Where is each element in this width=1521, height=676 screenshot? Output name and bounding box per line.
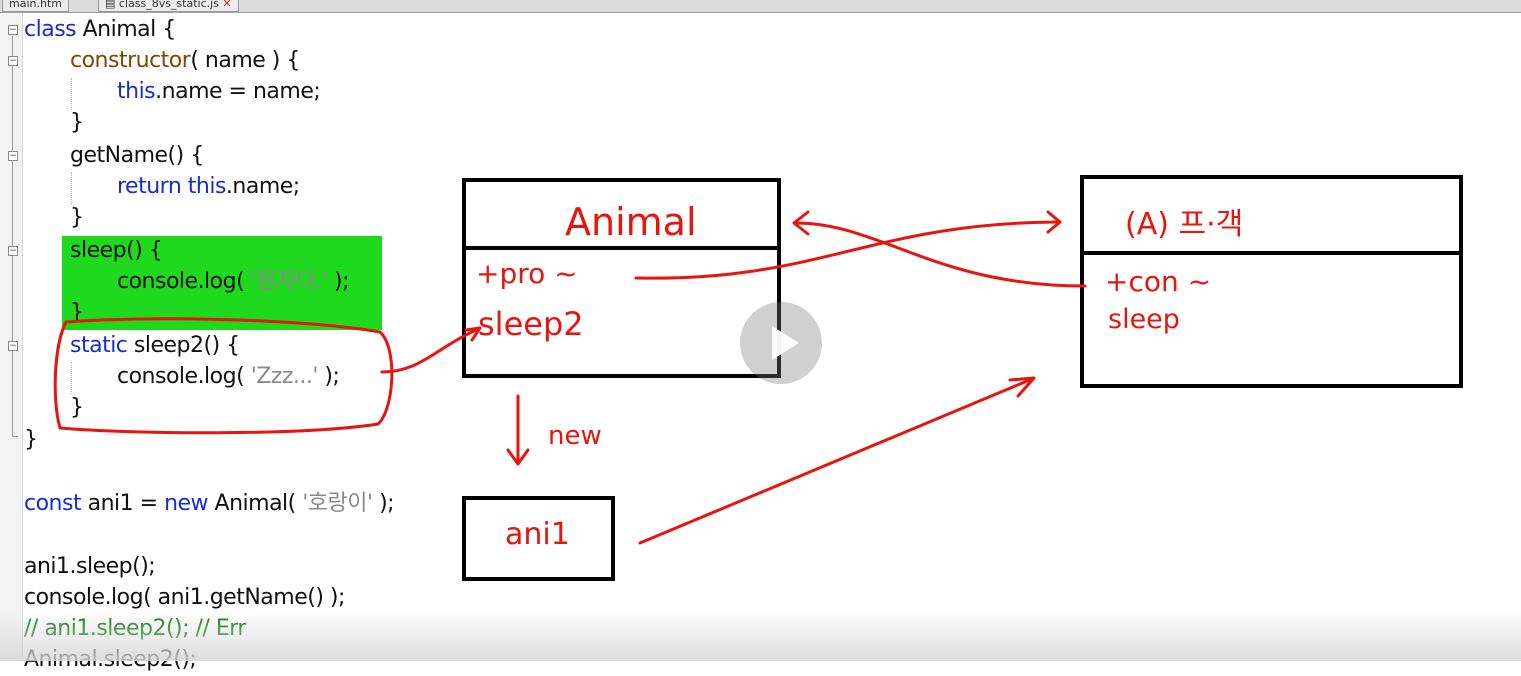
code-token: }: [24, 427, 38, 452]
code-token: );: [317, 364, 340, 389]
code-token: this: [117, 79, 156, 104]
arrow-head: [1008, 376, 1036, 398]
code-token: ani1.sleep();: [24, 554, 156, 579]
annotation-layer: Animal +pro ~ sleep2 new ani1 (A) 프·객 +c…: [53, 175, 1463, 581]
play-icon: [772, 326, 799, 360]
new-label: new: [548, 421, 602, 451]
code-token: sleep() {: [70, 238, 163, 263]
code-token: }: [70, 205, 84, 230]
code-token: ani1 =: [87, 491, 165, 516]
instance-proto-arrow: [638, 377, 1034, 545]
prototype-box: [1080, 175, 1463, 388]
code-token: sleep2() {: [133, 333, 240, 358]
code-line: }: [70, 392, 84, 424]
code-line: const ani1 = new Animal( '호랑이' );: [24, 488, 395, 520]
code-token: console.log(: [117, 269, 251, 294]
indent-guide: [71, 172, 72, 204]
tab-label: main.htm: [9, 0, 62, 10]
constructor-link: [794, 221, 1087, 288]
fold-toggle-icon[interactable]: −: [8, 246, 18, 256]
code-line: ani1.sleep();: [24, 551, 156, 583]
tab-label: class_8vs_static.js: [118, 0, 219, 10]
code-token: .name;: [225, 174, 300, 199]
arrow-head: [792, 210, 810, 236]
code-line: this.name = name;: [117, 76, 321, 108]
indent-guide: [71, 78, 72, 110]
code-token: }: [70, 110, 84, 135]
code-line: }: [70, 297, 84, 329]
code-line: }: [70, 107, 84, 139]
code-line: constructor( name ) {: [70, 45, 300, 77]
code-token: 'Zzz...': [250, 364, 319, 389]
prototype-member-constructor: +con ~: [1105, 265, 1211, 298]
prototype-member-sleep: sleep: [1108, 304, 1180, 335]
code-line: return this.name;: [117, 171, 300, 203]
code-line: }: [70, 202, 84, 234]
code-token: Animal(: [214, 491, 303, 516]
code-line: }: [24, 424, 38, 456]
close-icon[interactable]: ✕: [222, 0, 232, 10]
code-token: ( name ) {: [190, 48, 300, 73]
fold-toggle-icon[interactable]: −: [8, 56, 18, 66]
class-title: Animal: [565, 200, 697, 244]
code-line: getName() {: [70, 140, 204, 172]
code-token: Animal {: [82, 17, 177, 42]
instance-label: ani1: [505, 517, 570, 552]
arrow-head: [1046, 210, 1062, 234]
code-token: );: [372, 491, 395, 516]
editor-tab-bar: main.htm ▤ class_8vs_static.js ✕: [0, 0, 1521, 13]
code-token: console.log(: [117, 364, 251, 389]
code-token: getName() {: [70, 143, 204, 168]
code-token: static: [70, 333, 134, 358]
code-token: '잠자다.': [250, 269, 328, 294]
video-controls-fade: [0, 611, 1521, 661]
class-member-sleep2: sleep2: [478, 305, 584, 343]
arrow-head: [506, 448, 530, 466]
code-token: console.log( ani1.getName() );: [24, 585, 345, 610]
class-member-constructor: +pro ~: [476, 257, 578, 290]
code-line: sleep() {: [70, 235, 163, 267]
video-play-button[interactable]: [740, 302, 822, 384]
code-token: }: [70, 300, 84, 325]
code-line: console.log( 'Zzz...' );: [117, 361, 340, 393]
code-token: return this: [117, 174, 226, 199]
highlight-sleep-method: [62, 236, 382, 330]
file-icon: ▤: [105, 0, 119, 10]
code-token: }: [70, 395, 84, 420]
fold-toggle-icon[interactable]: −: [8, 341, 18, 351]
code-token: constructor: [70, 48, 191, 73]
code-token: );: [327, 269, 350, 294]
code-token: '호랑이': [302, 491, 373, 516]
fold-toggle-icon[interactable]: −: [8, 151, 18, 161]
tab-main-htm[interactable]: main.htm: [2, 0, 69, 12]
fold-gutter: − − − − −: [0, 13, 23, 661]
tab-class-js[interactable]: ▤ class_8vs_static.js ✕: [98, 0, 239, 12]
fold-line: [12, 36, 13, 436]
instance-box: [462, 496, 615, 581]
fold-toggle-icon[interactable]: −: [8, 25, 18, 35]
code-line: class Animal {: [24, 14, 176, 46]
code-line: console.log( ani1.getName() );: [24, 582, 345, 614]
prototype-title: (A) 프·객: [1125, 207, 1243, 242]
code-line: static sleep2() {: [70, 330, 240, 362]
code-token: new: [164, 491, 215, 516]
code-token: class: [24, 17, 83, 42]
fold-end: [12, 436, 18, 437]
arrow-head: [464, 326, 482, 342]
code-token: .name = name;: [155, 79, 321, 104]
code-token: const: [24, 491, 88, 516]
prototype-link: [634, 220, 1060, 280]
code-line: console.log( '잠자다.' );: [117, 266, 349, 298]
class-box: [462, 178, 781, 378]
indent-guide: [71, 362, 72, 394]
static-link-arrow: [380, 328, 478, 374]
static-method-circle: [53, 317, 394, 435]
